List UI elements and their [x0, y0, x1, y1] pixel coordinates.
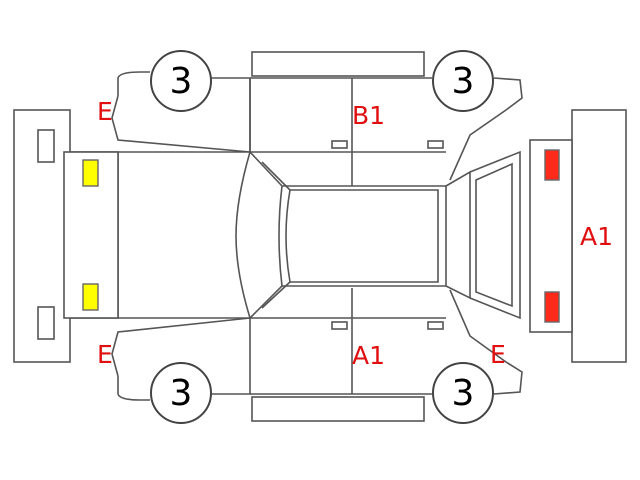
damage-label-rear-left-bottom: A1 — [352, 341, 386, 370]
bottom-front-wing — [210, 318, 251, 395]
rear-glass — [475, 162, 513, 308]
damage-label-front-left-bottom: E — [97, 340, 113, 369]
damage-label-rear-left-top: B1 — [352, 101, 386, 130]
rear-hatch — [469, 150, 521, 320]
tyre-rear-bottom: 3 — [432, 362, 494, 424]
front-bumper-slot-bottom — [37, 306, 55, 340]
bottom-rear-handle — [427, 321, 444, 330]
top-front-wing — [210, 77, 251, 152]
top-rear-quarter — [449, 77, 523, 181]
tyre-rear-top-score: 3 — [451, 60, 475, 102]
tyre-front-bottom: 3 — [150, 362, 212, 424]
bottom-rear-quarter — [449, 289, 523, 395]
front-bumper-slot-top — [37, 129, 55, 163]
top-rear-handle — [427, 140, 444, 149]
damage-label-rear-side: A1 — [580, 222, 614, 251]
rear-window — [445, 170, 471, 300]
top-sill-panel — [251, 51, 425, 77]
hood — [70, 151, 252, 319]
rear-lamp-bottom — [544, 291, 560, 323]
front-lamp-top — [82, 159, 99, 187]
damage-label-front-left: E — [97, 97, 113, 126]
roof-inner — [285, 189, 439, 283]
bottom-sill-panel — [251, 396, 425, 422]
damage-label-rear-bottom-right: E — [490, 340, 506, 369]
tyre-front-top-score: 3 — [169, 60, 193, 102]
top-front-fender — [117, 71, 150, 96]
rear-bumper — [571, 109, 627, 363]
tyre-front-bottom-score: 3 — [169, 372, 193, 414]
bottom-front-handle — [331, 321, 348, 330]
tyre-rear-top: 3 — [432, 50, 494, 112]
tyre-front-top: 3 — [150, 50, 212, 112]
roof — [282, 185, 447, 287]
rear-lamp-top — [544, 149, 560, 181]
top-front-panel — [111, 95, 251, 153]
tyre-rear-bottom-score: 3 — [451, 372, 475, 414]
front-lamp-bottom — [82, 283, 99, 311]
bottom-front-fender — [117, 376, 150, 401]
top-front-handle — [331, 140, 348, 149]
windscreen — [249, 151, 283, 319]
bottom-front-panel — [111, 317, 251, 377]
